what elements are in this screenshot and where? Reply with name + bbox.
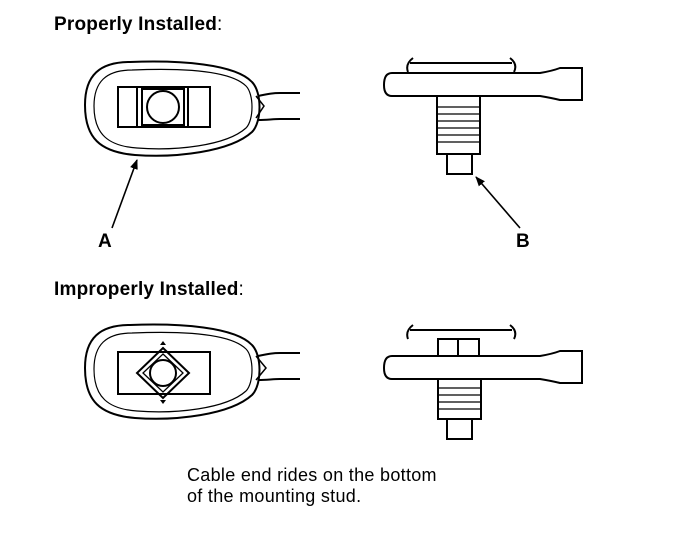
heading-improperly-installed: Improperly Installed: (54, 279, 245, 300)
improper-cable-end-eyelet (83, 323, 261, 420)
improper-rotation-marks (160, 341, 166, 404)
improper-side-cable-body (382, 350, 583, 384)
improper-side-bracket (406, 324, 517, 340)
proper-stud-square (141, 88, 185, 126)
proper-slot (117, 86, 211, 128)
proper-stud-circle (146, 90, 180, 124)
proper-cable-end-inner-outline (93, 68, 253, 150)
caption: Cable end rides on the bottom of the mou… (187, 465, 437, 507)
proper-arrow-b (475, 176, 521, 229)
proper-stud-body (436, 95, 481, 155)
proper-side-view (382, 57, 583, 175)
callout-label-a: A (98, 231, 112, 252)
improper-cable-end-top-view (83, 323, 300, 420)
improper-stud-bottom (446, 418, 473, 440)
caption-line-2: of the mounting stud. (187, 486, 362, 506)
improper-cable-shaft (257, 352, 300, 381)
proper-arrow-a (111, 159, 138, 229)
improper-stud-circle (149, 359, 177, 387)
proper-side-cable-body (382, 67, 583, 101)
improper-stud-threads (438, 387, 481, 410)
proper-cable-end-top-view (83, 60, 300, 157)
improper-stud-diamond (135, 346, 191, 400)
proper-cable-end-eyelet (83, 60, 261, 157)
proper-side-bracket (406, 57, 517, 73)
proper-cable-shaft (257, 92, 300, 121)
caption-line-1: Cable end rides on the bottom (187, 465, 437, 485)
improper-side-view (382, 324, 583, 440)
proper-stud-bottom (446, 153, 473, 175)
callout-label-b: B (516, 231, 530, 252)
improper-stud-body (437, 378, 482, 420)
improper-cable-end-inner-outline (93, 331, 253, 413)
heading-properly-installed: Properly Installed: (54, 14, 223, 35)
proper-cable-neck (255, 95, 265, 119)
proper-stud-threads (437, 106, 480, 143)
improper-slot (117, 351, 211, 395)
improper-stud-diamond-inner (142, 353, 184, 393)
improper-cable-neck (255, 355, 267, 381)
